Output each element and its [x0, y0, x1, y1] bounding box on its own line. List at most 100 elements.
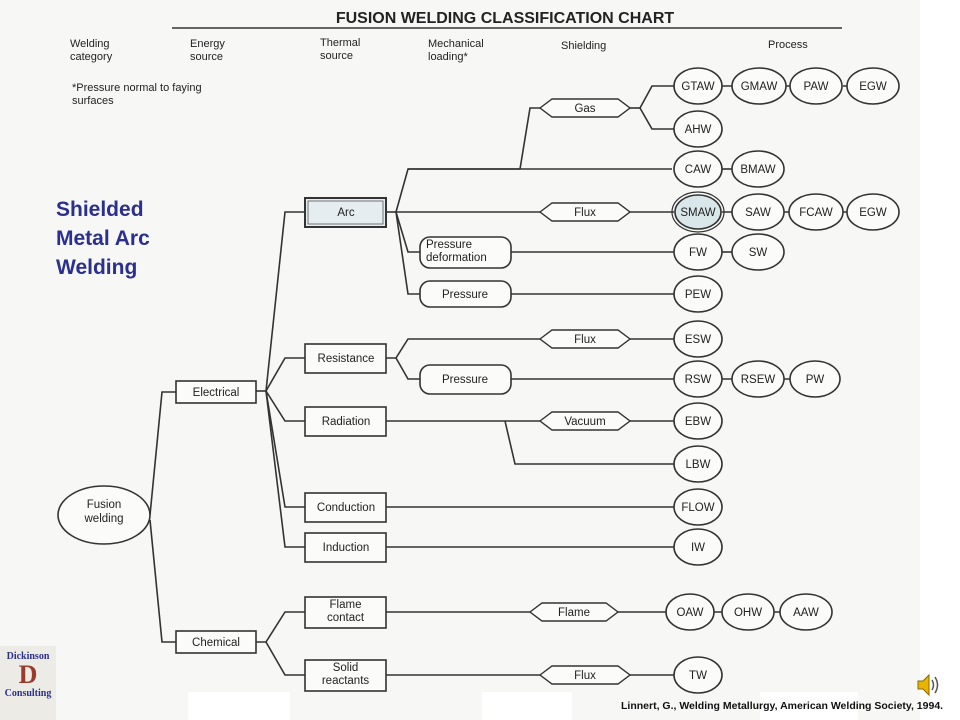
process-pw-node — [789, 360, 841, 398]
process-oaw-node — [665, 593, 715, 631]
process-lbw-label: LBW — [686, 459, 711, 471]
process-ahw-node — [673, 110, 723, 148]
root-node — [57, 485, 151, 545]
process-bmaw-label: BMAW — [740, 164, 775, 176]
process-ahw-label: AHW — [685, 124, 712, 136]
process-caw-node — [673, 150, 723, 188]
process-aaw-node — [779, 593, 833, 631]
header-shielding: Shielding — [561, 40, 606, 52]
loading-pressure-deformation-node — [419, 236, 512, 269]
header-mechanical-loading: Mechanical loading* — [428, 38, 484, 63]
speaker-icon[interactable] — [914, 671, 942, 699]
thermal-conduction-label: Conduction — [317, 502, 375, 514]
shield-reactant-flux-node — [538, 665, 632, 685]
shield-arc-flux-node — [538, 202, 632, 222]
process-pw-label: PW — [806, 374, 825, 386]
shield-flame-node — [528, 602, 620, 622]
process-tw-label: TW — [689, 670, 707, 682]
process-gmaw-label: GMAW — [741, 81, 778, 93]
process-fcaw-label: FCAW — [799, 207, 833, 219]
classification-chart: FUSION WELDING CLASSIFICATION CHART Weld… — [57, 10, 900, 694]
loading-resistance-pressure-label: Pressure — [442, 374, 488, 386]
shield-resistance-flux-label: Flux — [574, 334, 596, 346]
process-fcaw-node — [788, 193, 844, 231]
process-gmaw-node — [731, 67, 787, 105]
process-ohw-node — [721, 593, 775, 631]
process-paw-node — [789, 67, 843, 105]
process-egw-gas-node — [846, 67, 900, 105]
logo-line1: Dickinson — [6, 651, 50, 662]
process-tw-node — [673, 656, 723, 694]
process-saw-node — [731, 193, 785, 231]
process-pew-label: PEW — [685, 289, 711, 301]
process-oaw-label: OAW — [676, 607, 703, 619]
energy-chemical-node — [175, 630, 257, 654]
thermal-flame-contact-node — [304, 596, 387, 629]
process-esw-node — [673, 320, 723, 358]
callout-text: Shielded Metal Arc Welding — [56, 198, 150, 279]
loading-resistance-pressure-node — [419, 364, 512, 395]
thermal-arc-node — [304, 197, 387, 228]
process-egw-flux-node — [846, 193, 900, 231]
process-nodes: GTAW GMAW PAW EGW AHW CAW BMAW SMAW SAW … — [665, 67, 900, 694]
loading-arc-pressure-label: Pressure — [442, 289, 488, 301]
process-sw-node — [731, 233, 785, 271]
header-energy-source: Energy source — [190, 38, 225, 63]
process-egw-gas-label: EGW — [859, 81, 887, 93]
process-rsw-node — [673, 360, 723, 398]
thermal-resistance-node — [304, 343, 387, 374]
energy-electrical-node — [175, 380, 257, 404]
process-ebw-node — [673, 402, 723, 440]
energy-chemical-label: Chemical — [192, 637, 240, 649]
process-caw-label: CAW — [685, 164, 712, 176]
thermal-arc-label: Arc — [337, 207, 355, 219]
shield-gas-label: Gas — [574, 103, 595, 115]
header-process: Process — [768, 39, 808, 51]
process-fw-node — [673, 233, 723, 271]
shield-resistance-flux-node — [538, 329, 632, 349]
logo-line2: Consulting — [4, 688, 52, 699]
thermal-radiation-label: Radiation — [322, 416, 371, 428]
shield-flame-label: Flame — [558, 607, 590, 619]
logo-initial: D — [18, 660, 38, 689]
thermal-induction-label: Induction — [323, 542, 370, 554]
process-smaw-label: SMAW — [680, 207, 715, 219]
thermal-resistance-label: Resistance — [318, 353, 375, 365]
process-egw-flux-label: EGW — [859, 207, 887, 219]
thermal-solid-reactants-label: Solid reactants — [321, 662, 370, 687]
chart-title: FUSION WELDING CLASSIFICATION CHART — [336, 10, 675, 27]
thermal-radiation-node — [304, 406, 387, 437]
process-bmaw-node — [731, 150, 785, 188]
thermal-flame-contact-label: Flame contact — [326, 599, 365, 624]
process-iw-node — [673, 528, 723, 566]
loading-arc-pressure-node — [419, 280, 512, 308]
root-label: Fusion welding — [84, 499, 124, 525]
citation: Linnert, G., Welding Metallurgy, America… — [621, 700, 944, 712]
shield-gas-node — [538, 98, 632, 118]
process-paw-label: PAW — [804, 81, 829, 93]
thermal-solid-reactants-node — [304, 659, 387, 692]
process-sw-label: SW — [749, 247, 768, 259]
footnote: *Pressure normal to faying surfaces — [72, 82, 202, 107]
process-lbw-node — [673, 445, 723, 483]
process-flow-node — [673, 488, 723, 526]
process-rsew-label: RSEW — [741, 374, 776, 386]
process-rsw-label: RSW — [685, 374, 712, 386]
shield-arc-flux-label: Flux — [574, 207, 596, 219]
process-saw-label: SAW — [745, 207, 771, 219]
process-gtaw-label: GTAW — [681, 81, 714, 93]
energy-electrical-label: Electrical — [193, 387, 240, 399]
process-aaw-label: AAW — [793, 607, 819, 619]
header-welding-category: Welding category — [70, 38, 112, 63]
shield-vacuum-node — [538, 411, 632, 431]
shield-vacuum-label: Vacuum — [564, 416, 605, 428]
header-thermal-source: Thermal source — [320, 37, 360, 62]
company-logo: Dickinson D Consulting — [0, 646, 56, 720]
process-smaw-node — [674, 194, 722, 230]
process-fw-label: FW — [689, 247, 707, 259]
process-gtaw-node — [673, 67, 723, 105]
process-flow-label: FLOW — [681, 502, 714, 514]
thermal-induction-node — [304, 532, 387, 563]
thermal-conduction-node — [304, 492, 387, 523]
process-ebw-label: EBW — [685, 416, 711, 428]
